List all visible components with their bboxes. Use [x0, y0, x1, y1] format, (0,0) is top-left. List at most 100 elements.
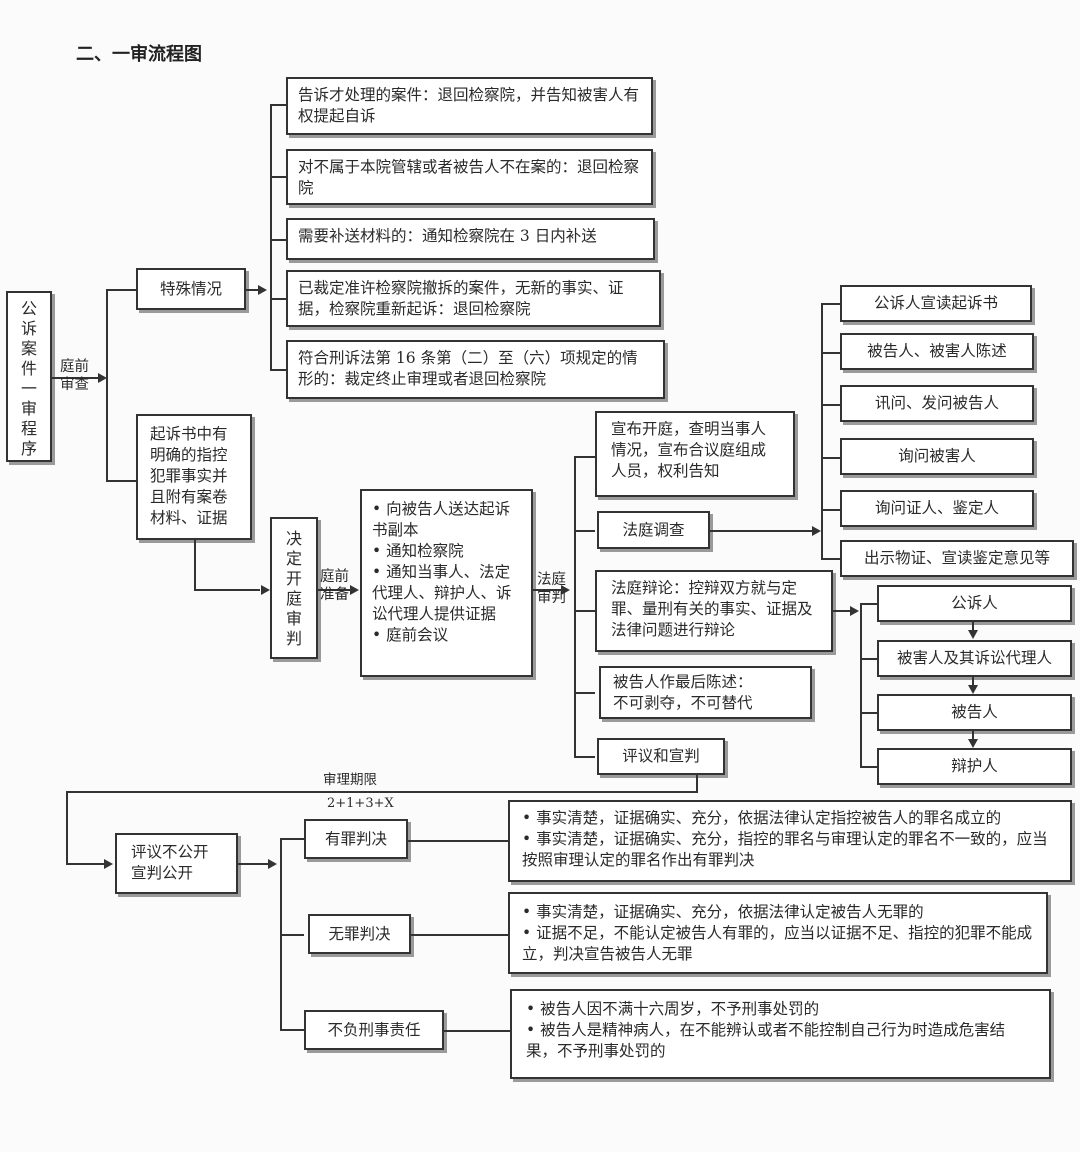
connector-line — [106, 289, 108, 481]
arrow-right-icon — [812, 526, 821, 536]
investigation-item-box: 询问证人、鉴定人 — [840, 490, 1034, 527]
connector-line — [860, 603, 862, 766]
connector-line — [270, 176, 286, 178]
arrow-right-icon — [850, 606, 859, 616]
connector-line — [280, 1029, 304, 1031]
root-char: 一 — [20, 379, 37, 398]
connector-line — [821, 558, 840, 560]
arrow-down-icon — [968, 630, 978, 639]
connector-line — [860, 766, 877, 768]
special-case-box: 特殊情况 — [136, 268, 246, 310]
arrow-right-icon — [561, 585, 570, 595]
decide-char: 审 — [285, 609, 302, 628]
connector-line — [280, 934, 304, 936]
indictment-condition-box: 起诉书中有明确的指控犯罪事实并且附有案卷材料、证据 — [136, 414, 252, 540]
criteria-item: • 被告人是精神病人，在不能辨认或者不能控制自己行为时造成危害结果，不予刑事处罚… — [526, 1021, 1006, 1060]
investigation-item-box: 出示物证、宣读鉴定意见等 — [840, 540, 1074, 577]
prep-item: • 庭前会议 — [372, 626, 449, 644]
connector-line — [972, 677, 974, 686]
root-char: 审 — [20, 399, 37, 418]
connector-line — [246, 289, 258, 291]
connector-line — [574, 692, 595, 694]
acquittal-criteria-box: • 事实清楚，证据确实、充分，依据法律认定被告人无罪的 • 证据不足，不能认定被… — [508, 892, 1048, 974]
announce-box: 评议不公开 宣判公开 — [115, 833, 238, 894]
acquittal-box: 无罪判决 — [308, 914, 411, 954]
investigation-item-box: 被告人、被害人陈述 — [840, 333, 1034, 370]
investigation-item-box: 讯问、发问被告人 — [840, 385, 1034, 422]
connector-line — [444, 1030, 510, 1032]
page-title: 二、一审流程图 — [76, 44, 202, 65]
connector-line — [106, 289, 136, 291]
root-char: 公 — [20, 299, 37, 318]
connector-line — [270, 239, 286, 241]
connector-line — [66, 791, 698, 793]
criteria-item: • 证据不足，不能认定被告人有罪的，应当以证据不足、指控的犯罪不能成立，判决宣告… — [522, 924, 1033, 963]
court-prep-label: 庭前 准备 — [320, 569, 349, 603]
decide-char: 决 — [285, 529, 302, 548]
root-char: 诉 — [20, 319, 37, 338]
special-item-box: 告诉才处理的案件：退回检察院，并告知被害人有权提起自诉 — [286, 77, 653, 135]
connector-line — [696, 775, 698, 792]
connector-line — [574, 456, 576, 757]
root-char: 程 — [20, 419, 37, 438]
arrow-right-icon — [258, 285, 267, 295]
arrow-right-icon — [98, 373, 107, 383]
arrow-right-icon — [350, 585, 359, 595]
investigation-item-box: 公诉人宣读起诉书 — [840, 285, 1032, 322]
criteria-item: • 被告人因不满十六周岁，不予刑事处罚的 — [526, 1000, 820, 1018]
connector-line — [238, 863, 268, 865]
connector-line — [574, 756, 595, 758]
debate-party-box: 公诉人 — [877, 585, 1072, 622]
arrow-right-icon — [261, 585, 270, 595]
court-investigation-box: 法庭调查 — [597, 511, 710, 549]
no-liability-criteria-box: • 被告人因不满十六周岁，不予刑事处罚的 • 被告人是精神病人，在不能辨认或者不… — [510, 989, 1051, 1079]
connector-line — [821, 509, 840, 511]
connector-line — [270, 104, 272, 370]
guilty-verdict-box: 有罪判决 — [304, 819, 408, 859]
connector-line — [270, 298, 286, 300]
connector-line — [972, 622, 974, 631]
deliberation-box: 评议和宣判 — [597, 738, 725, 775]
special-item-box: 已裁定准许检察院撤拆的案件，无新的事实、证据，检察院重新起诉：退回检察院 — [286, 270, 661, 327]
arrow-right-icon — [268, 859, 277, 869]
root-char: 案 — [20, 339, 37, 358]
criteria-item: • 事实清楚，证据确实、充分，依据法律认定被告人无罪的 — [522, 903, 924, 921]
connector-line — [411, 934, 508, 936]
connector-line — [821, 352, 840, 354]
connector-line — [66, 863, 104, 865]
connector-line — [194, 540, 196, 590]
trial-label: 法庭 审判 — [537, 572, 566, 606]
prep-item: • 向被告人送达起诉书副本 — [372, 500, 511, 539]
decide-char: 庭 — [285, 589, 302, 608]
connector-line — [821, 303, 823, 559]
debate-party-box: 辩护人 — [877, 748, 1072, 785]
investigation-item-box: 询问被害人 — [840, 438, 1034, 475]
connector-line — [833, 610, 850, 612]
connector-line — [574, 610, 595, 612]
connector-line — [860, 658, 877, 660]
court-opening-box: 宣布开庭，查明当事人情况，宣布合议庭组成人员，权利告知 — [595, 411, 795, 497]
connector-line — [574, 530, 595, 532]
decide-char: 判 — [285, 629, 302, 648]
time-limit-label: 审理期限 — [323, 772, 377, 788]
criteria-item: • 事实清楚，证据确实、充分，依据法律认定指控被告人的罪名成立的 — [522, 809, 1002, 827]
decide-trial-box: 决 定 开 庭 审 判 — [270, 517, 318, 659]
connector-line — [52, 377, 98, 379]
connector-line — [821, 457, 840, 459]
prep-item: • 通知检察院 — [372, 542, 464, 560]
connector-line — [972, 731, 974, 740]
connector-line — [574, 456, 595, 458]
connector-line — [106, 480, 136, 482]
connector-line — [821, 404, 840, 406]
root-char: 件 — [20, 359, 37, 378]
special-item-box: 对不属于本院管辖或者被告人不在案的：退回检察院 — [286, 149, 653, 205]
debate-party-box: 被告人 — [877, 694, 1072, 731]
connector-line — [821, 303, 840, 305]
special-item-box: 需要补送材料的：通知检察院在 3 日内补送 — [286, 218, 655, 260]
connector-line — [533, 589, 561, 591]
arrow-right-icon — [104, 859, 113, 869]
connector-line — [270, 369, 286, 371]
criteria-item: • 事实清楚，证据确实、充分，指控的罪名与审理认定的罪名不一致的，应当按照审理认… — [522, 830, 1048, 869]
root-char: 序 — [20, 439, 37, 458]
court-debate-box: 法庭辩论：控辩双方就与定罪、量刑有关的事实、证据及法律问题进行辩论 — [595, 570, 833, 652]
